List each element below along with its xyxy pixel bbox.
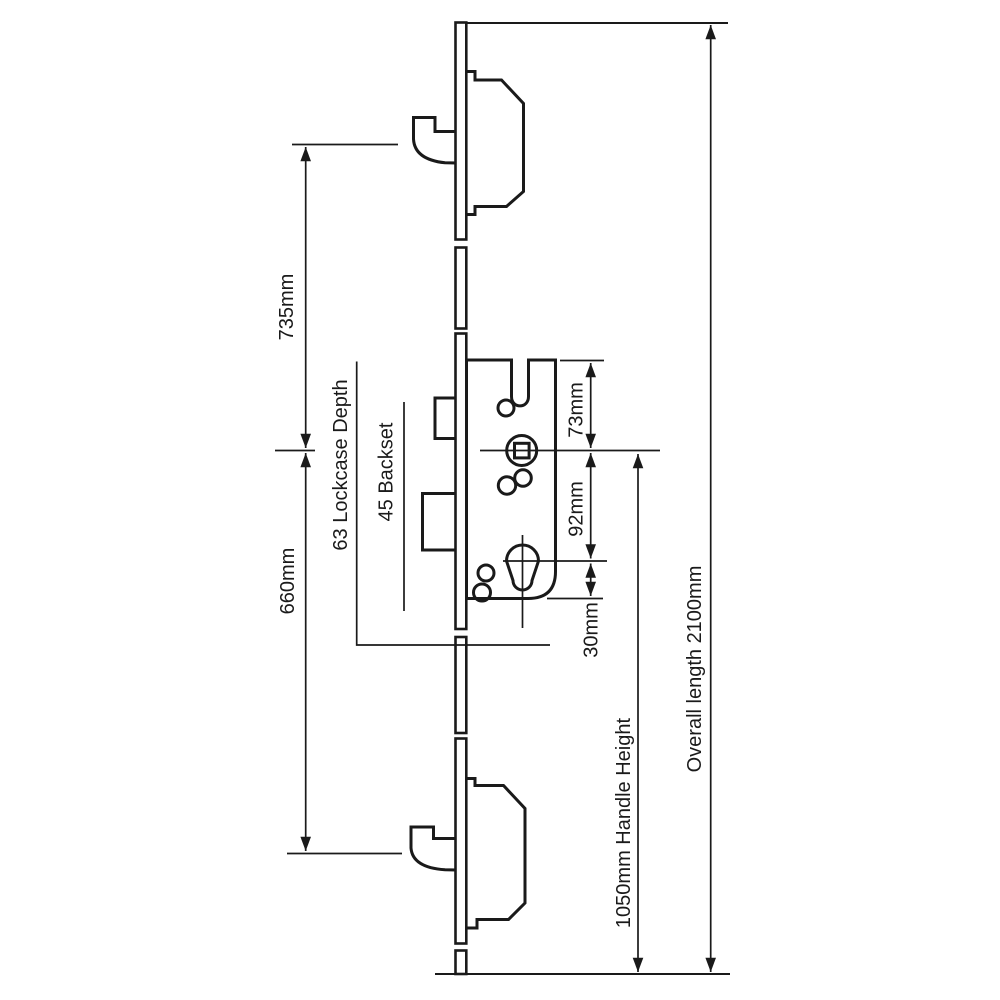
dimension-labels: 735mm 660mm 63 Lockcase Depth 45 Backset… xyxy=(276,274,706,928)
faceplate-segment-6 xyxy=(454,949,468,976)
faceplate-segment-5 xyxy=(454,737,468,945)
top-gearbox-housing xyxy=(466,70,525,216)
label-92mm: 92mm xyxy=(566,481,588,537)
dimension-lines xyxy=(300,25,717,972)
bottom-gearbox-housing xyxy=(466,777,527,930)
bottom-hook-assembly xyxy=(409,777,527,930)
label-lockcase-depth: 63 Lockcase Depth xyxy=(330,379,352,550)
faceplate-segment-3 xyxy=(454,332,468,631)
faceplate-segment-4 xyxy=(454,635,468,735)
top-hook-assembly xyxy=(412,70,525,216)
label-735mm: 735mm xyxy=(276,274,298,341)
label-660mm: 660mm xyxy=(277,548,299,615)
centerlines xyxy=(480,449,660,628)
screw-hole-bottom-lower xyxy=(472,582,492,603)
faceplate-segment-1 xyxy=(454,21,468,241)
faceplate xyxy=(454,21,468,976)
label-30mm: 30mm xyxy=(581,602,603,658)
bottom-hook-bolt xyxy=(409,825,457,872)
label-backset: 45 Backset xyxy=(376,422,398,521)
label-overall-length: Overall length 2100mm xyxy=(684,566,706,773)
lockcase xyxy=(421,358,557,603)
latch-bolt xyxy=(433,396,458,440)
deadbolt xyxy=(421,492,458,552)
label-73mm: 73mm xyxy=(566,382,588,438)
faceplate-segment-2 xyxy=(454,246,468,330)
screw-hole-mid-right xyxy=(513,468,533,488)
screw-hole-top xyxy=(496,398,516,418)
datum-lines xyxy=(435,22,730,975)
top-hook-bolt xyxy=(412,116,457,165)
extension-lines xyxy=(275,143,604,855)
label-handle-height: 1050mm Handle Height xyxy=(613,718,635,929)
lockcase-depth-leader-line xyxy=(355,361,550,646)
screw-hole-bottom-upper xyxy=(476,563,496,583)
screw-hole-mid-left xyxy=(496,475,518,496)
